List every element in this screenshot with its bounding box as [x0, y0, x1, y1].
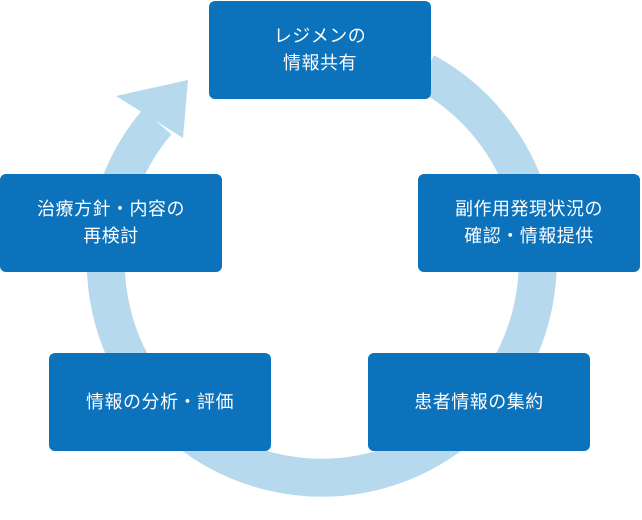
step-treatment-review: 治療方針・内容の 再検討 [0, 174, 222, 272]
step-label-line: 副作用発現状況の [455, 199, 603, 220]
step-info-analysis: 情報の分析・評価 [49, 353, 271, 451]
step-label-line: 情報の分析・評価 [86, 391, 234, 413]
step-regimen-info-sharing: レジメンの 情報共有 [209, 1, 431, 99]
step-label-line: 患者情報の集約 [414, 391, 544, 413]
step-label-line: 確認・情報提供 [464, 226, 594, 247]
step-side-effect-check: 副作用発現状況の 確認・情報提供 [418, 174, 640, 272]
cycle-arrowhead [116, 80, 188, 138]
step-label-line: 再検討 [83, 226, 139, 247]
step-label-line: 情報共有 [283, 53, 357, 74]
step-label-line: 治療方針・内容の [37, 199, 185, 220]
step-patient-info-collection: 患者情報の集約 [368, 353, 590, 451]
step-label-line: レジメンの [273, 26, 367, 47]
